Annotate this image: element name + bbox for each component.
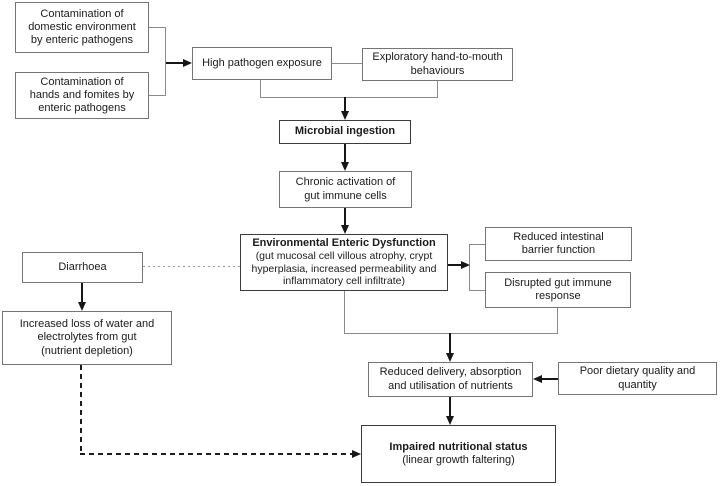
- connector-barrier-stub: [469, 244, 485, 245]
- box-contamination-domestic: Contamination of domestic environment by…: [15, 2, 149, 53]
- arrow-dietary-left-shaft: [542, 378, 558, 380]
- box-disrupted-gut-immune-label: Disrupted gut immune response: [504, 276, 612, 302]
- connector-eed-down-stub: [344, 291, 345, 333]
- box-increased-loss-label: Increased loss of water and electrolytes…: [19, 318, 155, 357]
- box-high-pathogen-exposure-label: High pathogen exposure: [202, 56, 322, 69]
- arrow-to-chronic-shaft: [344, 144, 346, 163]
- connector-exposure-down-stub: [260, 80, 261, 98]
- arrow-to-eed-shaft: [344, 208, 346, 226]
- arrow-to-delivery-shaft: [449, 333, 451, 354]
- box-contamination-hands: Contamination of hands and fomites by en…: [15, 72, 149, 119]
- dashed-loss-vertical: [80, 365, 82, 454]
- box-poor-dietary-label: Poor dietary quality and quantity: [579, 365, 696, 391]
- box-reduced-barrier-function-label: Reduced intestinal barrier function: [513, 230, 604, 256]
- connector-disrupted-down-stub: [557, 308, 558, 333]
- box-contamination-domestic-label: Contamination of domestic environment by…: [28, 7, 136, 47]
- eed-title: Environmental Enteric Dysfunction: [252, 237, 436, 250]
- connector-disrupted-stub: [469, 290, 485, 291]
- box-chronic-activation-label: Chronic activation of gut immune cells: [295, 176, 396, 202]
- box-increased-loss: Increased loss of water and electrolytes…: [2, 311, 172, 365]
- arrow-to-eed-head: [340, 225, 349, 234]
- connector-exposure-exploratory: [332, 63, 362, 64]
- connector-merge-to-ingestion: [260, 97, 438, 98]
- box-reduced-delivery-label: Reduced delivery, absorption and utilisa…: [379, 366, 522, 392]
- arrow-to-impaired-head: [445, 416, 454, 425]
- box-diarrhoea-label: Diarrhoea: [58, 260, 107, 273]
- arrow-eed-right-shaft: [448, 264, 462, 266]
- box-reduced-barrier-function: Reduced intestinal barrier function: [485, 227, 632, 261]
- arrow-eed-right-head: [461, 260, 470, 269]
- box-contamination-hands-label: Contamination of hands and fomites by en…: [29, 75, 135, 115]
- eed-subtitle: (gut mucosal cell villous atrophy, crypt…: [251, 250, 437, 288]
- arrow-to-ingestion-shaft: [344, 97, 346, 112]
- box-high-pathogen-exposure: High pathogen exposure: [192, 47, 332, 80]
- box-disrupted-gut-immune: Disrupted gut immune response: [485, 272, 631, 308]
- box-exploratory-behaviours: Exploratory hand-to-mouth behaviours: [362, 48, 513, 81]
- box-exploratory-behaviours-label: Exploratory hand-to-mouth behaviours: [372, 51, 503, 77]
- box-microbial-ingestion-label: Microbial ingestion: [294, 125, 396, 138]
- box-reduced-delivery: Reduced delivery, absorption and utilisa…: [368, 362, 533, 397]
- box-poor-dietary: Poor dietary quality and quantity: [558, 362, 717, 395]
- arrow-to-chronic-head: [340, 162, 349, 171]
- dashed-loss-horizontal: [80, 453, 352, 455]
- connector-merge-to-delivery: [344, 333, 558, 334]
- dotted-diarrhoea-eed: [143, 266, 240, 267]
- box-microbial-ingestion: Microbial ingestion: [279, 120, 411, 144]
- box-impaired-nutritional-status: Impaired nutritional status (linear grow…: [361, 425, 556, 483]
- arrow-to-exposure-head: [183, 58, 192, 67]
- connector-domestic-stub: [149, 27, 166, 28]
- box-diarrhoea: Diarrhoea: [22, 252, 143, 283]
- impaired-subtitle: (linear growth faltering): [402, 454, 515, 466]
- box-chronic-activation: Chronic activation of gut immune cells: [279, 171, 412, 208]
- box-environmental-enteric-dysfunction: Environmental Enteric Dysfunction (gut m…: [240, 234, 448, 291]
- impaired-title: Impaired nutritional status: [389, 440, 528, 453]
- arrow-to-loss-head: [77, 302, 86, 311]
- connector-exploratory-down-stub: [437, 81, 438, 98]
- arrow-to-loss-shaft: [81, 283, 83, 303]
- arrow-to-exposure-shaft: [166, 62, 184, 64]
- dashed-loss-arrow-head: [352, 449, 361, 458]
- arrow-dietary-left-head: [533, 374, 542, 383]
- arrow-to-delivery-head: [445, 353, 454, 362]
- arrow-to-ingestion-head: [340, 111, 349, 120]
- arrow-to-impaired-shaft: [449, 397, 451, 417]
- connector-left-bracket: [165, 27, 166, 96]
- connector-hands-stub: [149, 95, 166, 96]
